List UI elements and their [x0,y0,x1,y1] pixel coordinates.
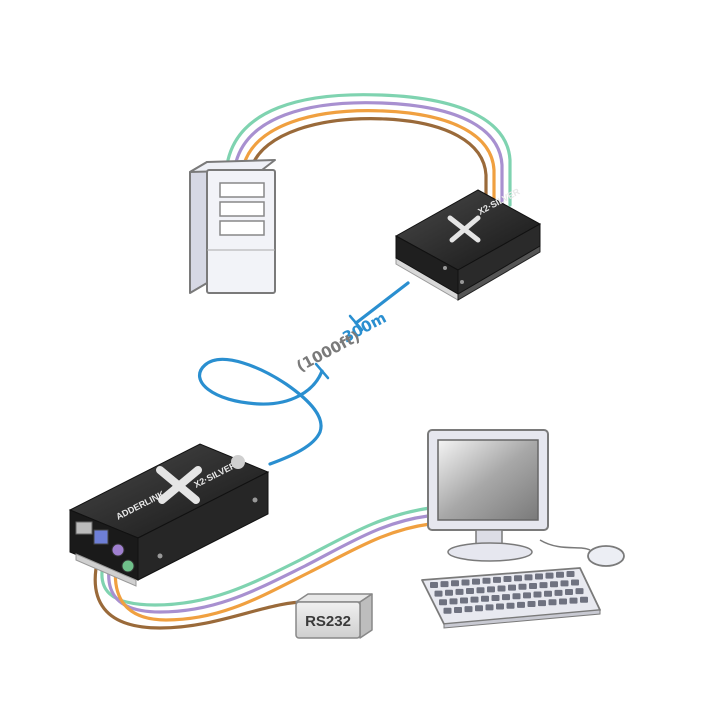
keyboard-key [518,583,527,590]
mouse-icon [587,545,625,567]
pc-cable-bundle [226,93,512,215]
keyboard-key [497,585,506,592]
keyboard-key [575,588,584,595]
keyboard-key [460,597,468,604]
cat5-upper-segment [354,281,410,325]
keyboard-key [517,601,525,608]
keyboard-key [559,598,567,605]
drive-bay-3 [219,220,265,236]
computer-tower [189,159,276,294]
keyboard-key [580,596,588,603]
keyboard-key [443,607,452,614]
keyboard-key [491,594,500,601]
remote-extender-unit: X2·SILVER [394,186,542,301]
keyboard-key [464,606,473,613]
keyboard-key [454,606,462,613]
keyboard-key [482,577,491,584]
keyboard-key [476,587,485,594]
keyboard-key [493,576,501,583]
keyboard-key [544,590,552,597]
keyboard-key [533,591,542,598]
cat5-lower-segment [198,357,324,466]
pc-cable-green [226,93,512,207]
keyboard-key [506,602,515,609]
keyboard-key [455,588,464,595]
mouse [539,539,625,567]
keyboard-key [503,576,512,583]
keyboard-key [487,586,495,593]
keyboard-key [434,590,443,597]
x-logo-icon [156,466,202,504]
keyboard-key [449,598,458,605]
keyboard-key [529,582,537,589]
console-cable-brown [93,556,312,630]
console-cable-bundle [93,506,432,630]
keyboard-key [496,603,504,610]
keyboard-key [539,582,548,589]
keyboard-key [470,596,479,603]
keyboard-key [566,570,575,577]
keyboard-key [440,581,449,588]
keyboard-key [560,580,569,587]
pc-cable-purple [234,101,504,210]
keyboard-key [550,581,558,588]
console-cable-orange [113,522,432,622]
keyboard-key [524,574,533,581]
keyboard-key [445,589,453,596]
pc-cable-orange [242,109,496,212]
distance-secondary-text: (1000ft) [293,327,363,375]
ps2-keyboard-port-icon [121,559,135,573]
keyboard-key [565,589,573,595]
keyboard-key [523,592,531,599]
rs232-port-box: RS232 [295,593,373,639]
keyboard-key [538,600,546,607]
x-logo-icon [447,215,481,243]
keyboard-key [466,588,474,595]
keyboard-key [475,605,483,612]
vga-port-icon [75,521,93,535]
keyboard-key [527,601,536,607]
video-port-icon [93,529,109,545]
drive-bay-2 [219,201,265,217]
adder-badge-icon [231,455,245,469]
monitor-stand [447,542,533,562]
keyboard-key [535,573,543,580]
local-extender-unit: ADDERLINK X2·SILVER [68,443,270,587]
keyboard-key [502,594,510,601]
rs232-label: RS232 [305,613,351,630]
keyboard-key [481,595,489,602]
pc-cable-brown [250,117,488,215]
keyboard-key [485,604,494,611]
drive-bay-1 [219,182,265,198]
ps2-mouse-port-icon [111,543,125,557]
keyboard-key [512,593,521,600]
keyboard-key [569,597,578,604]
keyboard-key [461,579,470,586]
monitor [427,429,549,562]
keyboard-key [514,575,522,582]
keyboard-key [548,599,557,606]
keyboard-key [430,582,438,588]
distance-label: 300m (1000ft) [293,309,389,376]
keyboard-key [472,578,480,585]
monitor-screen [437,439,539,521]
keyboard-key [571,579,579,586]
keyboard [421,567,601,629]
keyboard-key [556,571,564,578]
keyboard-key [554,589,563,596]
keyboard-key [439,599,447,606]
keyboard-key [508,584,516,591]
cat5-link-cable [198,281,410,466]
keyboard-key [545,572,554,579]
keyboard-key [451,580,459,587]
